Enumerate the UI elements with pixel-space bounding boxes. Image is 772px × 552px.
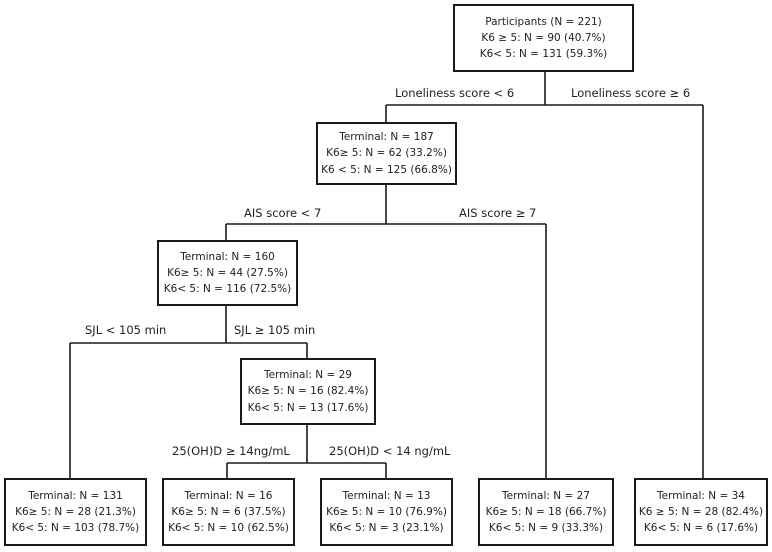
node-k6-low: K6< 5: N = 13 (17.6%) bbox=[247, 401, 369, 414]
node-terminal-29: Terminal: N = 29 K6≥ 5: N = 16 (82.4%) K… bbox=[240, 358, 376, 425]
edge-label-loneliness-high: Loneliness score ≥ 6 bbox=[571, 86, 691, 100]
node-title: Participants (N = 221) bbox=[485, 15, 602, 28]
edge-label-ais-high: AIS score ≥ 7 bbox=[459, 206, 537, 220]
edge-label-sjl-high: SJL ≥ 105 min bbox=[234, 323, 316, 337]
edge-label-vitd-low: 25(OH)D < 14 ng/mL bbox=[329, 444, 451, 458]
node-root: Participants (N = 221) K6 ≥ 5: N = 90 (4… bbox=[453, 4, 634, 72]
edge-label-sjl-low: SJL < 105 min bbox=[85, 323, 167, 337]
node-title: Terminal: N = 27 bbox=[502, 489, 590, 502]
node-k6-high: K6≥ 5: N = 16 (82.4%) bbox=[247, 385, 369, 398]
edge-label-loneliness-low: Loneliness score < 6 bbox=[395, 86, 515, 100]
node-terminal-13: Terminal: N = 13 K6≥ 5: N = 10 (76.9%) K… bbox=[320, 478, 453, 546]
node-k6-low: K6< 5: N = 10 (62.5%) bbox=[168, 522, 289, 535]
node-title: Terminal: N = 13 bbox=[342, 489, 431, 502]
node-title: Terminal: N = 187 bbox=[339, 131, 434, 144]
node-terminal-187: Terminal: N = 187 K6≥ 5: N = 62 (33.2%) … bbox=[316, 122, 457, 185]
node-title: Terminal: N = 34 bbox=[657, 489, 745, 502]
node-k6-high: K6≥ 5: N = 62 (33.2%) bbox=[326, 147, 447, 160]
edge-label-ais-low: AIS score < 7 bbox=[244, 206, 322, 220]
node-title: Terminal: N = 160 bbox=[180, 250, 275, 263]
node-k6-low: K6< 5: N = 131 (59.3%) bbox=[479, 48, 608, 61]
node-k6-low: K6< 5: N = 6 (17.6%) bbox=[643, 522, 759, 535]
node-terminal-131: Terminal: N = 131 K6≥ 5: N = 28 (21.3%) … bbox=[4, 478, 147, 546]
node-terminal-34: Terminal: N = 34 K6 ≥ 5: N = 28 (82.4%) … bbox=[634, 478, 768, 546]
node-k6-high: K6 ≥ 5: N = 90 (40.7%) bbox=[481, 31, 606, 44]
node-k6-low: K6< 5: N = 103 (78.7%) bbox=[11, 522, 140, 535]
node-terminal-16: Terminal: N = 16 K6≥ 5: N = 6 (37.5%) K6… bbox=[162, 478, 295, 546]
node-k6-high: K6≥ 5: N = 6 (37.5%) bbox=[171, 505, 286, 518]
node-title: Terminal: N = 29 bbox=[264, 369, 352, 382]
edge-label-vitd-high: 25(OH)D ≥ 14ng/mL bbox=[172, 444, 290, 458]
node-terminal-160: Terminal: N = 160 K6≥ 5: N = 44 (27.5%) … bbox=[157, 240, 298, 306]
node-k6-high: K6≥ 5: N = 10 (76.9%) bbox=[326, 505, 447, 518]
node-k6-high: K6≥ 5: N = 44 (27.5%) bbox=[167, 266, 288, 279]
node-k6-low: K6< 5: N = 9 (33.3%) bbox=[488, 522, 604, 535]
node-k6-low: K6 < 5: N = 125 (66.8%) bbox=[321, 163, 452, 176]
node-title: Terminal: N = 16 bbox=[184, 489, 273, 502]
node-k6-low: K6< 5: N = 116 (72.5%) bbox=[163, 283, 292, 296]
node-k6-high: K6≥ 5: N = 28 (21.3%) bbox=[15, 505, 136, 518]
node-k6-high: K6 ≥ 5: N = 28 (82.4%) bbox=[638, 505, 764, 518]
node-k6-high: K6≥ 5: N = 18 (66.7%) bbox=[485, 505, 607, 518]
node-k6-low: K6< 5: N = 3 (23.1%) bbox=[329, 522, 444, 535]
node-title: Terminal: N = 131 bbox=[28, 489, 123, 502]
node-terminal-27: Terminal: N = 27 K6≥ 5: N = 18 (66.7%) K… bbox=[478, 478, 614, 546]
